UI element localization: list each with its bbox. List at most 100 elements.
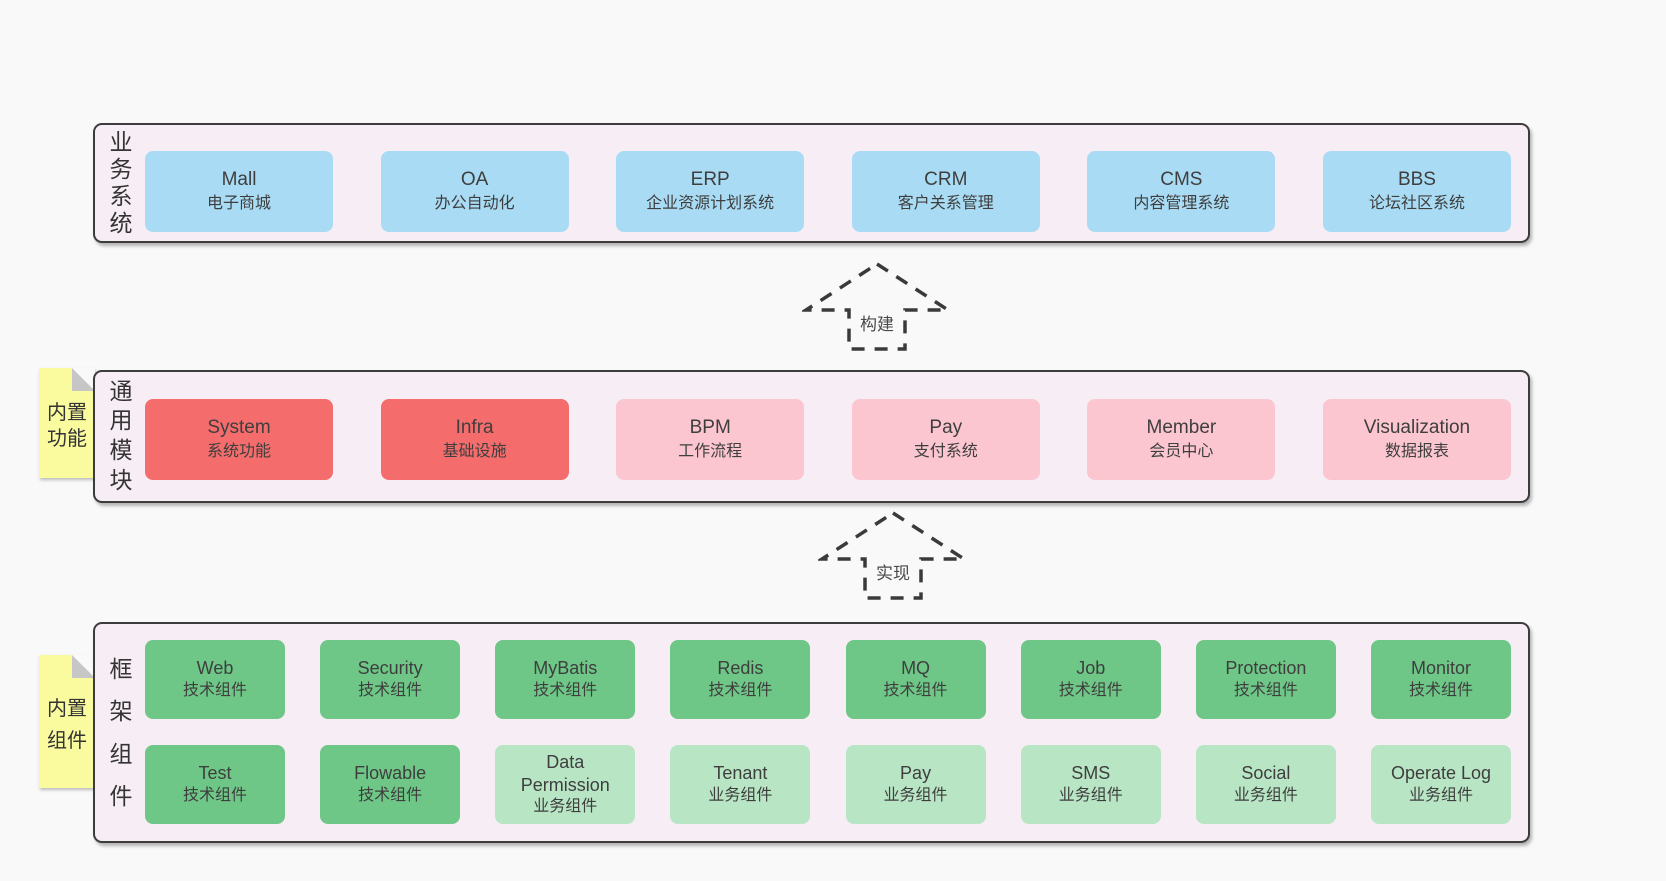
box-subtitle: 论坛社区系统 [1368, 195, 1465, 213]
box-title: Member [1146, 417, 1217, 439]
box-subtitle: 业务组件 [533, 798, 598, 816]
box-title: Flowable [354, 763, 427, 784]
box-title: Web [196, 658, 234, 679]
box-title: MQ [901, 658, 931, 679]
box-cms: CMS 内容管理系统 [1087, 151, 1276, 232]
box-member: Member 会员中心 [1087, 399, 1276, 480]
box-subtitle: 业务组件 [883, 786, 948, 804]
box-title: Infra [455, 417, 494, 439]
box-subtitle: 技术组件 [883, 681, 948, 699]
box-data-permission: Data Permission 业务组件 [495, 745, 636, 824]
box-title: Operate Log [1390, 763, 1492, 784]
box-social: Social 业务组件 [1195, 745, 1336, 824]
box-subtitle: 技术组件 [708, 681, 773, 699]
business-boxes-row: Mall 电子商城 OA 办公自动化 ERP 企业资源计划系统 CRM 客户关系… [145, 151, 1511, 232]
box-title: Security [357, 658, 423, 679]
box-subtitle: 技术组件 [182, 681, 247, 699]
box-subtitle: 业务组件 [1058, 786, 1123, 804]
box-subtitle: 业务组件 [1408, 786, 1473, 804]
layer-framework-components: 框架组件 Web 技术组件 Security 技术组件 MyBatis 技术组件… [93, 622, 1530, 843]
sticky-note-label: 内置组件 [47, 697, 87, 752]
box-title: Job [1076, 658, 1106, 679]
box-subtitle: 办公自动化 [434, 195, 515, 213]
box-operate-log: Operate Log 业务组件 [1370, 745, 1511, 824]
arrow-implement: 实现 [818, 509, 968, 601]
box-pay-component: Pay 业务组件 [845, 745, 986, 824]
box-title: Data Permission [520, 752, 610, 795]
block-arrow-up-icon [818, 510, 968, 600]
arrow-build-label: 构建 [857, 309, 897, 336]
box-subtitle: 基础设施 [442, 443, 507, 461]
layer-common-modules: 通用模块 System 系统功能 Infra 基础设施 BPM 工作流程 Pay… [93, 370, 1530, 503]
box-visualization: Visualization 数据报表 [1322, 399, 1511, 480]
framework-boxes-row-1: Web 技术组件 Security 技术组件 MyBatis 技术组件 Redi… [145, 640, 1511, 719]
box-title: CMS [1160, 169, 1203, 191]
box-monitor: Monitor 技术组件 [1370, 640, 1511, 719]
box-subtitle: 内容管理系统 [1133, 195, 1230, 213]
box-security: Security 技术组件 [320, 640, 461, 719]
box-title: Tenant [713, 763, 768, 784]
box-subtitle: 技术组件 [182, 786, 247, 804]
box-web: Web 技术组件 [145, 640, 285, 719]
box-title: Redis [717, 658, 764, 679]
box-title: Mall [221, 169, 257, 191]
layer-business-label: 业务系统 [109, 129, 133, 236]
arrow-implement-label: 实现 [873, 558, 913, 585]
box-title: Visualization [1363, 417, 1471, 439]
box-subtitle: 技术组件 [1058, 681, 1123, 699]
box-subtitle: 数据报表 [1384, 443, 1449, 461]
box-system: System 系统功能 [145, 399, 333, 480]
box-subtitle: 技术组件 [533, 681, 598, 699]
box-subtitle: 电子商城 [206, 195, 271, 213]
box-title: ERP [690, 169, 730, 191]
box-title: Pay [929, 417, 963, 439]
block-arrow-up-icon [802, 261, 952, 351]
box-protection: Protection 技术组件 [1195, 640, 1336, 719]
box-title: CRM [924, 169, 968, 191]
box-test: Test 技术组件 [145, 745, 285, 824]
box-subtitle: 工作流程 [678, 443, 743, 461]
box-infra: Infra 基础设施 [380, 399, 569, 480]
box-subtitle: 技术组件 [358, 681, 423, 699]
box-bbs: BBS 论坛社区系统 [1322, 151, 1511, 232]
box-crm: CRM 客户关系管理 [851, 151, 1040, 232]
box-title: Pay [900, 763, 932, 784]
box-subtitle: 系统功能 [206, 443, 271, 461]
sticky-note-label: 内置功能 [47, 402, 87, 450]
box-redis: Redis 技术组件 [670, 640, 811, 719]
box-title: Social [1241, 763, 1291, 784]
box-oa: OA 办公自动化 [380, 151, 569, 232]
layer-modules-label: 通用模块 [109, 377, 133, 494]
box-bpm: BPM 工作流程 [616, 399, 805, 480]
box-flowable: Flowable 技术组件 [320, 745, 461, 824]
box-mq: MQ 技术组件 [845, 640, 986, 719]
box-subtitle: 业务组件 [708, 786, 773, 804]
arrow-build: 构建 [802, 260, 952, 352]
box-mall: Mall 电子商城 [145, 151, 333, 232]
box-erp: ERP 企业资源计划系统 [616, 151, 805, 232]
box-subtitle: 企业资源计划系统 [646, 195, 775, 213]
layer-business-systems: 业务系统 Mall 电子商城 OA 办公自动化 ERP 企业资源计划系统 CRM… [93, 123, 1530, 243]
sticky-note-builtin-features: 内置功能 [39, 368, 95, 478]
modules-boxes-row: System 系统功能 Infra 基础设施 BPM 工作流程 Pay 支付系统… [145, 399, 1511, 480]
box-title: System [207, 417, 271, 439]
box-subtitle: 会员中心 [1149, 443, 1214, 461]
box-subtitle: 支付系统 [913, 443, 978, 461]
box-pay-system: Pay 支付系统 [851, 399, 1040, 480]
box-title: SMS [1071, 763, 1111, 784]
framework-boxes-row-2: Test 技术组件 Flowable 技术组件 Data Permission … [145, 745, 1511, 824]
box-mybatis: MyBatis 技术组件 [495, 640, 636, 719]
box-job: Job 技术组件 [1020, 640, 1161, 719]
box-subtitle: 业务组件 [1233, 786, 1298, 804]
box-sms: SMS 业务组件 [1020, 745, 1161, 824]
box-subtitle: 技术组件 [1408, 681, 1473, 699]
box-subtitle: 技术组件 [358, 786, 423, 804]
box-title: BPM [689, 417, 731, 439]
box-title: MyBatis [533, 658, 598, 679]
box-title: Test [198, 763, 232, 784]
box-title: OA [460, 169, 489, 191]
box-title: Monitor [1410, 658, 1471, 679]
box-tenant: Tenant 业务组件 [670, 745, 811, 824]
box-subtitle: 技术组件 [1233, 681, 1298, 699]
